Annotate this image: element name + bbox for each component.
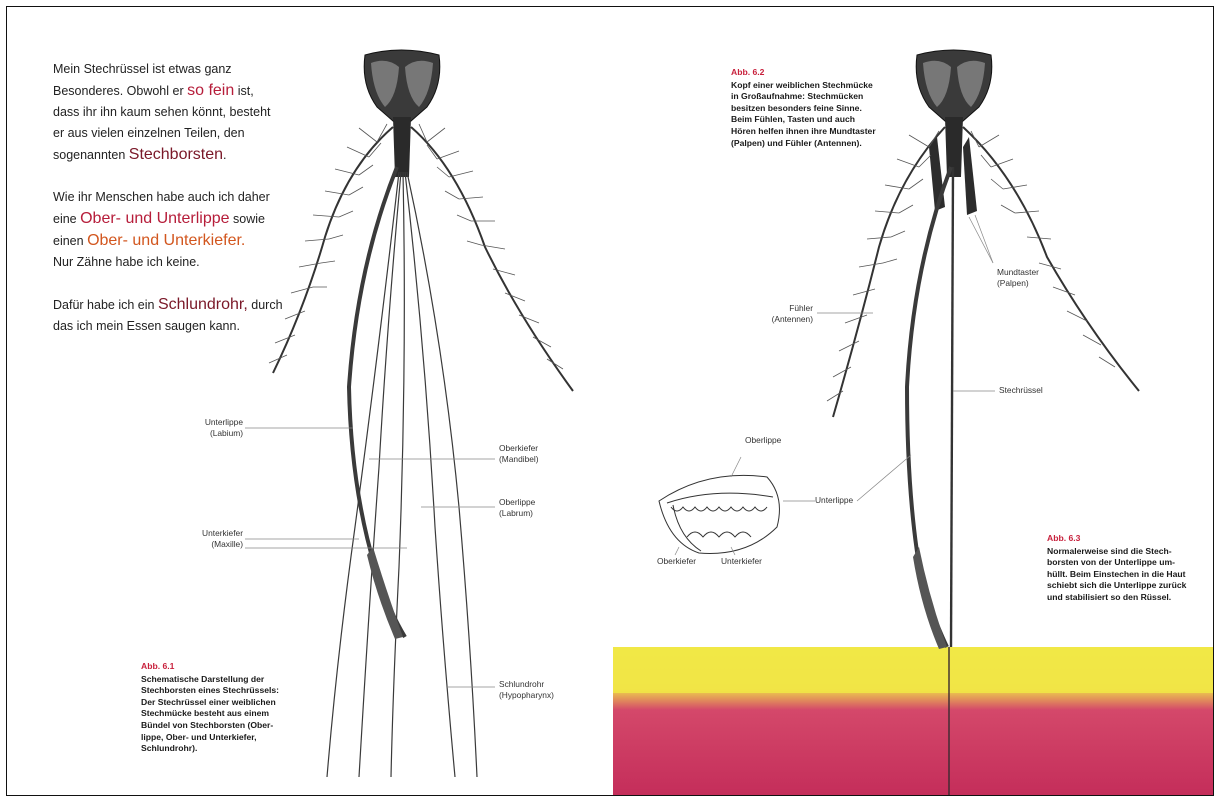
intro-text: Mein Stechrüssel ist etwas ganz Besonder… xyxy=(53,59,283,358)
book-spread: Mein Stechrüssel ist etwas ganz Besonder… xyxy=(6,6,1214,796)
caption-6-1-line: Stechmücke besteht aus einem xyxy=(141,708,311,720)
caption-6-2-line: Kopf einer weiblichen Stechmücke xyxy=(731,80,911,92)
intro-p1-highlight-so-fein: so fein xyxy=(187,82,234,99)
caption-6-3-line: Normalerweise sind die Stech- xyxy=(1047,546,1207,558)
mouth-diagram-illustration xyxy=(659,457,815,555)
label-unterlippe-mouth: Unterlippe xyxy=(815,495,895,506)
caption-abb-6-3: Abb. 6.3 Normalerweise sind die Stech- b… xyxy=(1047,533,1207,604)
fig2-leader-lines xyxy=(817,215,995,501)
label-unterkiefer-name: Unterkiefer xyxy=(167,528,243,539)
label-unterkiefer-mouth: Unterkiefer xyxy=(721,556,801,567)
label-fuehler-antennen: Fühler (Antennen) xyxy=(737,303,813,325)
intro-p2-highlight-lippe: Ober- und Unterlippe xyxy=(80,210,229,227)
intro-p1-text-c: . xyxy=(223,148,226,162)
label-schlundrohr-hypopharynx: Schlundrohr (Hypopharynx) xyxy=(499,679,599,701)
caption-6-2-line: Beim Fühlen, Tasten und auch xyxy=(731,114,911,126)
label-oberlippe-labrum: Oberlippe (Labrum) xyxy=(499,497,589,519)
intro-paragraph-3: Dafür habe ich ein Schlundrohr, durch da… xyxy=(53,294,283,337)
caption-6-3-title: Abb. 6.3 xyxy=(1047,533,1207,545)
caption-6-3-line: und stabilisiert so den Rüssel. xyxy=(1047,592,1207,604)
caption-6-3-line: borsten von der Unterlippe um- xyxy=(1047,557,1207,569)
caption-6-1-line: Schematische Darstellung der xyxy=(141,674,311,686)
caption-6-3-line: hüllt. Beim Einstechen in die Haut xyxy=(1047,569,1207,581)
caption-6-2-line: besitzen besonders feine Sinne. xyxy=(731,103,911,115)
caption-6-2-line: in Großaufnahme: Stechmücken xyxy=(731,91,911,103)
label-fuehler-latin: (Antennen) xyxy=(737,314,813,325)
caption-6-1-line: Schlundrohr). xyxy=(141,743,311,755)
label-oberlippe-latin: (Labrum) xyxy=(499,508,589,519)
label-oberkiefer-name: Oberkiefer xyxy=(499,443,589,454)
caption-6-1-title: Abb. 6.1 xyxy=(141,661,311,673)
label-unterlippe-name: Unterlippe xyxy=(167,417,243,428)
label-unterkiefer-latin: (Maxille) xyxy=(167,539,243,550)
intro-paragraph-2: Wie ihr Menschen habe auch ich daher ein… xyxy=(53,187,283,273)
label-mundtaster-latin: (Palpen) xyxy=(997,278,1077,289)
label-schlundrohr-name: Schlundrohr xyxy=(499,679,599,690)
caption-6-3-line: schiebt sich die Unterlippe zurück xyxy=(1047,580,1207,592)
caption-6-2-title: Abb. 6.2 xyxy=(731,67,911,79)
intro-p1-highlight-stechborsten: Stechborsten xyxy=(129,146,223,163)
label-mundtaster-name: Mundtaster xyxy=(997,267,1077,278)
label-unterlippe-latin: (Labium) xyxy=(167,428,243,439)
label-oberlippe-name: Oberlippe xyxy=(499,497,589,508)
label-unterlippe-labium: Unterlippe (Labium) xyxy=(167,417,243,439)
label-unterkiefer-maxille: Unterkiefer (Maxille) xyxy=(167,528,243,550)
label-oberkiefer-latin: (Mandibel) xyxy=(499,454,589,465)
label-oberkiefer-mandibel: Oberkiefer (Mandibel) xyxy=(499,443,589,465)
intro-p3-text-a: Dafür habe ich ein xyxy=(53,298,158,312)
label-schlundrohr-latin: (Hypopharynx) xyxy=(499,690,599,701)
label-mundtaster-palpen: Mundtaster (Palpen) xyxy=(997,267,1077,289)
mosquito-head-left-illustration xyxy=(269,50,573,777)
caption-6-1-line: Stechborsten eines Stechrüssels: xyxy=(141,685,311,697)
caption-6-1-line: Bündel von Stechborsten (Ober- xyxy=(141,720,311,732)
intro-p2-text-c: Nur Zähne habe ich keine. xyxy=(53,255,200,269)
caption-6-2-line: Hören helfen ihnen ihre Mundtaster xyxy=(731,126,911,138)
label-oberlippe-mouth: Oberlippe xyxy=(745,435,825,446)
label-fuehler-name: Fühler xyxy=(737,303,813,314)
intro-p3-highlight-schlundrohr: Schlundrohr, xyxy=(158,296,248,313)
caption-abb-6-2: Abb. 6.2 Kopf einer weiblichen Stechmück… xyxy=(731,67,911,149)
label-stechruessel: Stechrüssel xyxy=(999,385,1079,396)
caption-abb-6-1: Abb. 6.1 Schematische Darstellung der St… xyxy=(141,661,311,755)
caption-6-2-line: (Palpen) und Fühler (Antennen). xyxy=(731,138,911,150)
intro-paragraph-1: Mein Stechrüssel ist etwas ganz Besonder… xyxy=(53,59,283,166)
caption-6-1-line: Der Stechrüssel einer weiblichen xyxy=(141,697,311,709)
caption-6-1-line: lippe, Ober- und Unterkiefer, xyxy=(141,732,311,744)
intro-p2-highlight-kiefer: Ober- und Unterkiefer. xyxy=(87,232,245,249)
